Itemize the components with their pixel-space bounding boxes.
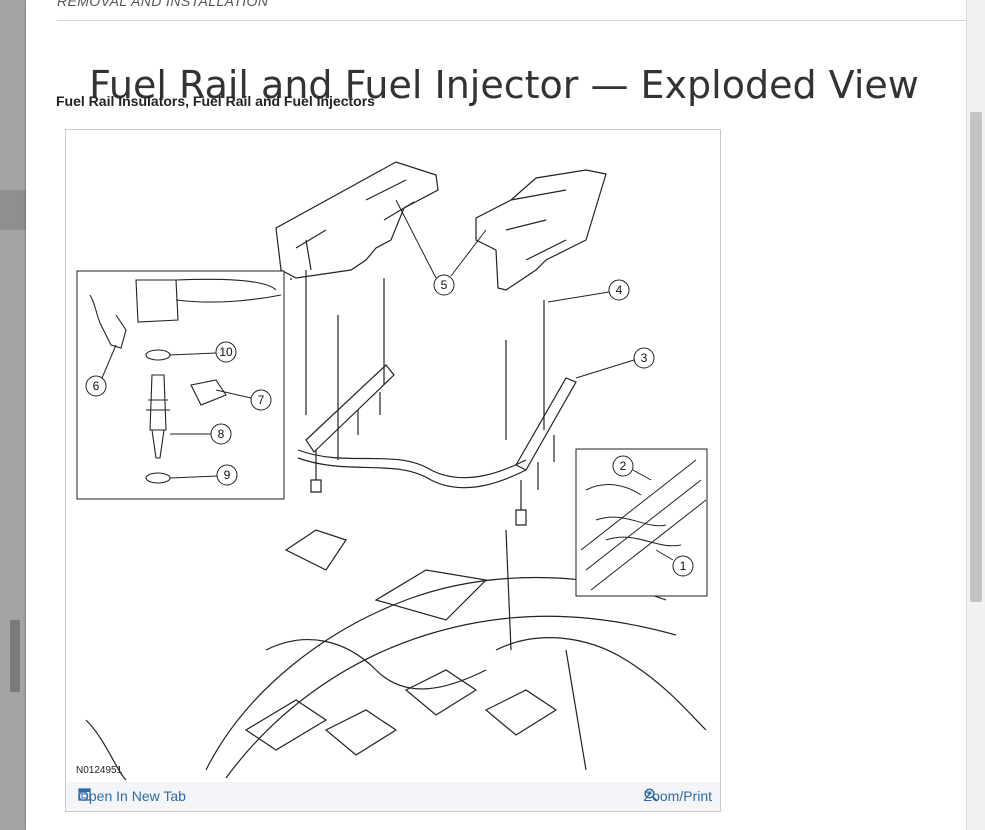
figure-id: N0124951 — [76, 765, 123, 776]
zoom-icon — [643, 788, 658, 802]
document-page: REMOVAL AND INSTALLATION Fuel Rail and F… — [26, 0, 976, 830]
exploded-view-drawing: 1 2 3 4 5 6 7 8 9 10 N0124951 — [66, 130, 720, 782]
callout-1: 1 — [680, 559, 687, 573]
left-scrollbar-thumb[interactable] — [10, 620, 20, 692]
callout-3: 3 — [641, 351, 648, 365]
left-panel-edge — [0, 0, 26, 830]
zoom-print-link[interactable]: Zoom/Print — [644, 788, 712, 804]
scrollbar-thumb[interactable] — [970, 112, 982, 602]
left-panel-marker — [0, 190, 26, 230]
zoom-print-label: Zoom/Print — [643, 788, 712, 804]
callout-7: 7 — [258, 393, 265, 407]
open-new-tab-icon — [78, 788, 91, 801]
page-title: Fuel Rail and Fuel Injector — Exploded V… — [89, 63, 919, 108]
divider — [57, 20, 976, 21]
callout-8: 8 — [218, 427, 225, 441]
open-in-new-tab-label: Open In New Tab — [78, 788, 186, 804]
callout-5: 5 — [441, 278, 448, 292]
callout-6: 6 — [93, 379, 100, 393]
section-heading: REMOVAL AND INSTALLATION — [57, 0, 269, 9]
open-in-new-tab-link[interactable]: Open In New Tab — [78, 788, 186, 804]
callout-10: 10 — [219, 345, 233, 359]
exploded-view-figure: 1 2 3 4 5 6 7 8 9 10 N0124951 Open In — [65, 129, 721, 812]
figure-subtitle: Fuel Rail Insulators, Fuel Rail and Fuel… — [56, 93, 375, 109]
callout-2: 2 — [620, 459, 627, 473]
figure-footer: Open In New Tab Zoom/Print — [66, 782, 720, 811]
callout-9: 9 — [224, 468, 231, 482]
callout-4: 4 — [616, 283, 623, 297]
